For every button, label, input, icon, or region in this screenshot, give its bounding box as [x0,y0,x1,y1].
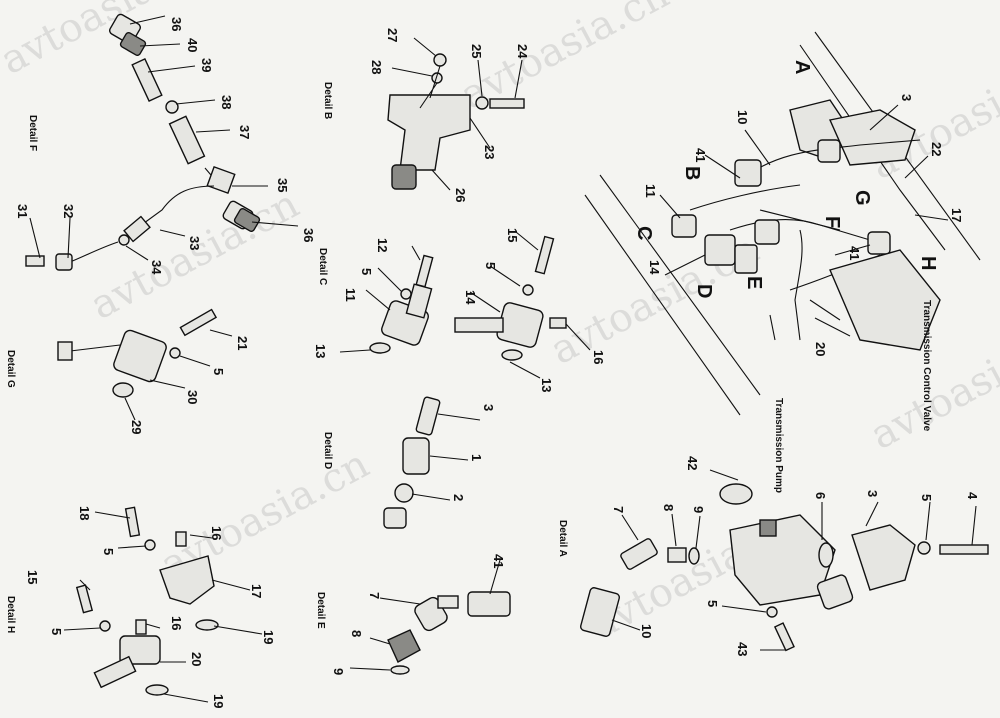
detail-h-assembly: 18 5 16 17 19 15 5 16 20 19 Detail H [5,506,276,708]
part-number: 35 [275,178,290,192]
watermark: avtoasia.cn [83,181,306,329]
part-number: 13 [539,378,554,392]
part-number: 16 [591,350,606,364]
part-number: 32 [61,204,76,218]
part-number: 12 [375,238,390,252]
part-number: 14 [647,260,662,275]
part-number: 17 [949,208,964,222]
part-number: 33 [187,236,202,250]
detail-b-assembly: 27 28 25 24 23 26 Detail B [322,28,530,202]
detail-label: Detail F [27,115,38,151]
part-number: 5 [211,368,226,375]
part-number: 5 [919,494,934,501]
part-number: 18 [77,506,92,520]
part-number: 22 [929,142,944,156]
part-number: 8 [349,630,364,637]
part-number: 30 [185,390,200,404]
part-number: 39 [199,58,214,72]
main-valve-assembly: 10 41 11 14 20 41 3 22 17 A B C D E F G … [584,31,981,432]
part-number: 40 [185,38,200,52]
part-number: 34 [149,260,164,275]
part-number: 11 [343,288,358,302]
part-number: 9 [331,668,346,675]
part-number: 15 [25,570,40,584]
part-number: 24 [515,44,530,59]
part-number: 7 [611,506,626,513]
detail-a-pump-assembly: 42 6 3 5 4 7 8 9 10 5 43 Detail A Transm… [557,398,989,656]
detail-g-assembly: 21 5 30 29 Detail G [5,308,250,434]
part-number: 13 [313,344,328,358]
part-number: 28 [369,60,384,74]
detail-label: Detail D [322,432,333,469]
view-letter: H [917,256,939,270]
part-number: 5 [49,628,64,635]
part-number: 26 [453,188,468,202]
part-number: 21 [235,336,250,350]
part-number: 37 [237,125,252,139]
detail-e-assembly: 7 8 9 41 Detail E [315,554,511,675]
view-letter: E [743,276,765,289]
view-letter: D [693,284,715,298]
detail-14-assembly: 15 5 14 16 13 [454,228,606,392]
part-number: 25 [469,44,484,58]
part-number: 8 [661,504,676,511]
part-number: 17 [249,584,264,598]
part-number: 16 [209,526,224,540]
view-letter: F [821,216,843,228]
part-number: 41 [491,554,506,568]
view-letter: A [791,60,813,74]
part-number: 14 [463,290,478,305]
watermark: avtoasia.cn [0,0,216,84]
part-number: 31 [15,204,30,218]
part-number: 29 [129,420,144,434]
caption-control-valve: Transmission Control Valve [921,300,932,432]
part-number: 7 [367,592,382,599]
part-number: 5 [101,548,116,555]
detail-label: Detail B [322,82,333,119]
part-number: 16 [169,616,184,630]
part-number: 19 [261,630,276,644]
detail-label: Detail H [5,596,16,633]
detail-label: Detail A [557,520,568,557]
view-letter: G [851,190,873,206]
caption-pump: Transmission Pump [773,398,784,493]
part-number: 27 [385,28,400,42]
part-number: 42 [685,456,700,470]
detail-d-assembly: 3 1 2 Detail D [322,396,496,529]
part-number: 38 [219,95,234,109]
part-number: 19 [211,694,226,708]
part-number: 20 [813,342,828,356]
part-number: 3 [865,490,880,497]
part-number: 41 [693,148,708,162]
view-letter: B [681,166,703,180]
part-number: 1 [469,454,484,461]
view-letter: C [633,226,655,240]
part-number: 2 [451,494,466,501]
part-number: 5 [359,268,374,275]
part-number: 10 [735,110,750,124]
detail-f-assembly: 36 40 39 38 37 35 36 33 34 31 32 Detail … [15,13,316,275]
detail-label: Detail E [315,592,326,629]
part-number: 11 [643,184,658,198]
part-number: 15 [505,228,520,242]
part-number: 4 [965,492,980,500]
part-number: 10 [639,624,654,638]
part-number: 9 [691,506,706,513]
part-number: 36 [169,17,184,31]
part-number: 3 [899,94,914,101]
part-number: 43 [735,642,750,656]
part-number: 6 [813,492,828,499]
part-number: 5 [705,600,720,607]
part-number: 36 [301,228,316,242]
part-number: 23 [482,145,497,159]
part-number: 20 [189,652,204,666]
detail-label: Detail C [317,248,328,285]
detail-c-assembly: 12 5 11 13 Detail C [313,238,434,358]
part-number: 41 [847,246,862,260]
detail-label: Detail G [5,350,16,388]
part-number: 3 [481,404,496,411]
part-number: 5 [483,262,498,269]
